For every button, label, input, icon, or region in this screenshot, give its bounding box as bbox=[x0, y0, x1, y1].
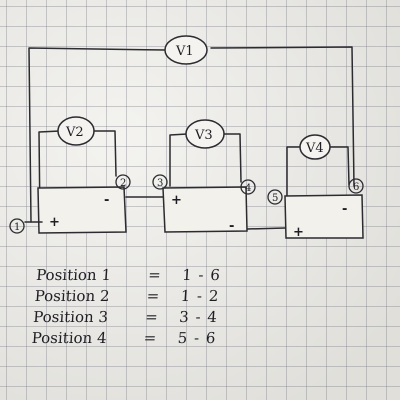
node-5-label: 5 bbox=[272, 193, 278, 204]
voltmeter-v3-label: V3 bbox=[194, 128, 213, 143]
equals-sign: = bbox=[144, 307, 159, 326]
voltmeter-v1-label: V1 bbox=[175, 44, 194, 59]
table-row: Position 1 = 1 - 6 bbox=[35, 264, 252, 285]
node-2-label: 2 bbox=[120, 178, 126, 189]
cell-3-plus: + bbox=[293, 225, 304, 240]
equals-sign: = bbox=[143, 328, 158, 347]
node-6-label: 6 bbox=[353, 182, 359, 193]
node-2-marker bbox=[115, 174, 131, 190]
cell-3-minus: - bbox=[342, 202, 347, 217]
series-wire-4-5 bbox=[246, 227, 286, 230]
cell-2-plus: + bbox=[171, 193, 182, 208]
cell-2-minus: - bbox=[229, 219, 234, 234]
v3-wire bbox=[169, 133, 242, 187]
voltmeter-v4-label: V4 bbox=[305, 141, 324, 156]
position-name: Position 4 bbox=[31, 328, 108, 347]
position-name: Position 1 bbox=[35, 265, 112, 284]
node-5-marker bbox=[267, 189, 283, 205]
equals-sign: = bbox=[147, 265, 162, 284]
node-3-label: 3 bbox=[157, 178, 163, 189]
node-pair: 5 - 6 bbox=[177, 328, 218, 347]
equals-sign: = bbox=[146, 286, 160, 305]
voltmeter-v4 bbox=[299, 134, 331, 160]
cell-1-minus: - bbox=[104, 193, 109, 208]
table-row: Position 4 = 5 - 6 bbox=[31, 327, 248, 348]
position-name: Position 2 bbox=[34, 286, 111, 305]
node-6-marker bbox=[348, 178, 364, 194]
node-4-label: 4 bbox=[245, 183, 251, 194]
node-4-marker bbox=[240, 179, 256, 195]
position-name: Position 3 bbox=[32, 307, 109, 326]
cell-3 bbox=[284, 194, 364, 239]
voltmeter-v2 bbox=[57, 116, 95, 146]
node-3-marker bbox=[152, 174, 168, 190]
v1-wire bbox=[28, 46, 355, 223]
cell-1 bbox=[37, 186, 127, 234]
table-row: Position 3 = 3 - 4 bbox=[33, 306, 250, 327]
voltmeter-v3 bbox=[185, 119, 225, 149]
node-1-marker bbox=[9, 218, 25, 234]
node-pair: 1 - 6 bbox=[181, 265, 222, 284]
voltmeter-v2-label: V2 bbox=[65, 125, 84, 140]
table-row: Position 2 = 1 - 2 bbox=[34, 285, 251, 306]
v4-wire bbox=[286, 146, 350, 197]
cell-1-plus: + bbox=[49, 215, 60, 230]
node-pair: 1 - 2 bbox=[180, 286, 221, 305]
voltmeter-v1 bbox=[164, 35, 208, 65]
node-pair: 3 - 4 bbox=[178, 307, 219, 326]
node-1-label: 1 bbox=[14, 222, 20, 233]
cell-2 bbox=[162, 186, 248, 233]
position-table: Position 1 = 1 - 6 Position 2 = 1 - 2 Po… bbox=[31, 264, 253, 348]
